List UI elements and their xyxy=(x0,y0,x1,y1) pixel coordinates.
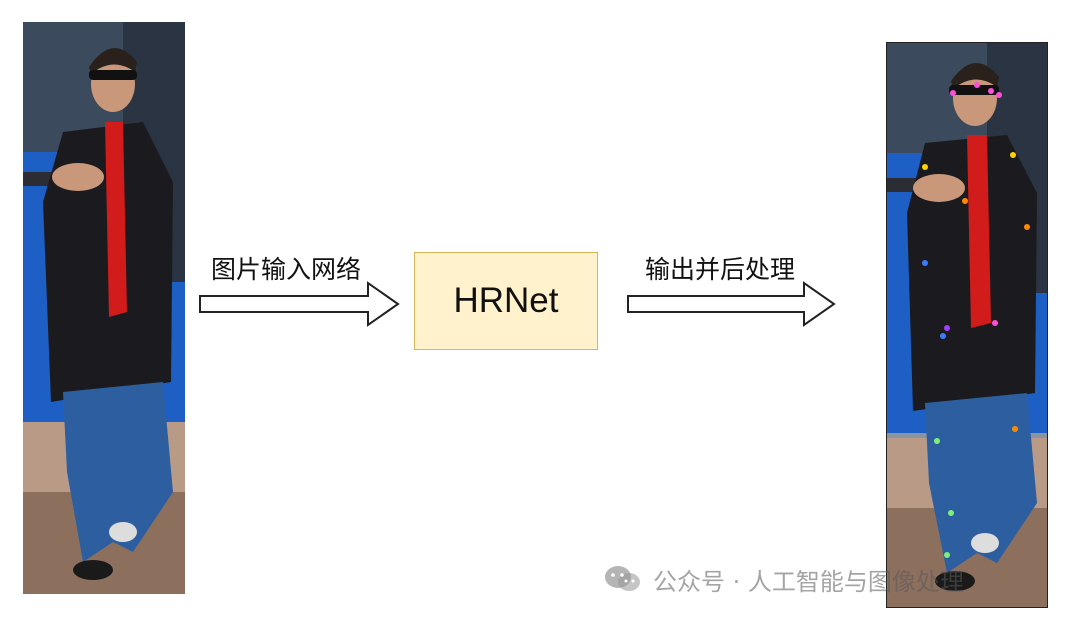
input-photo xyxy=(23,22,185,594)
input-step-label: 图片输入网络 xyxy=(211,255,362,284)
model-box: HRNet xyxy=(414,252,598,350)
output-photo xyxy=(886,42,1048,608)
output-arrow xyxy=(626,281,838,331)
watermark: 公众号 · 人工智能与图像处理 xyxy=(603,562,964,596)
input-arrow xyxy=(198,281,402,331)
watermark-text: 公众号 · 人工智能与图像处理 xyxy=(653,567,964,596)
output-step-label: 输出并后处理 xyxy=(645,255,796,284)
wechat-icon xyxy=(605,566,640,591)
keypoints xyxy=(922,82,1030,558)
model-name: HRNet xyxy=(453,281,559,320)
